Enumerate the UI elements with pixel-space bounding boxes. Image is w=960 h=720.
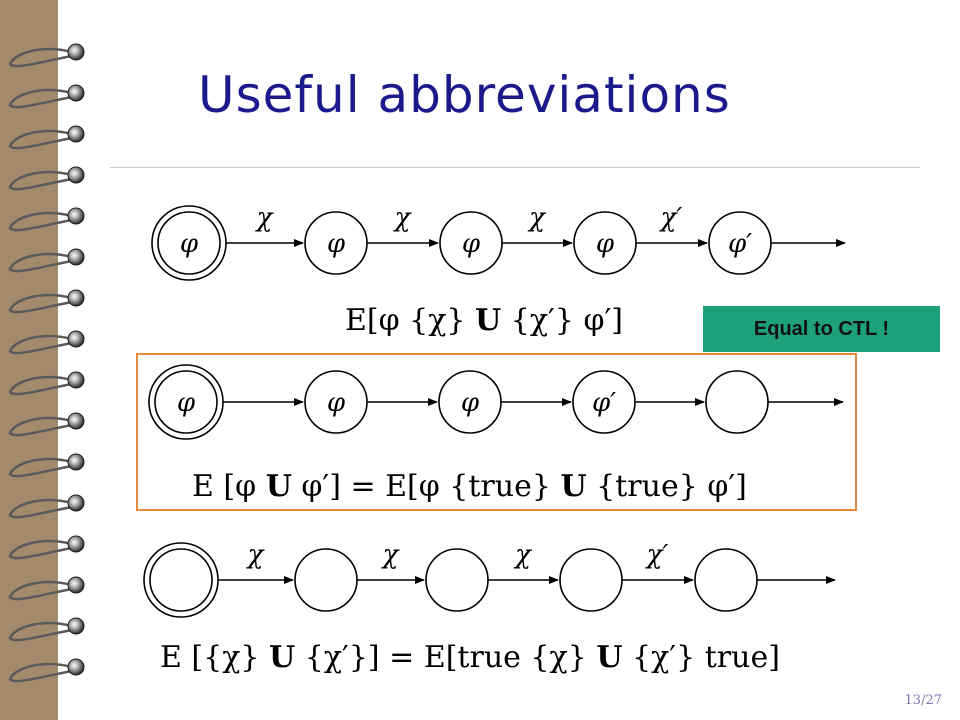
transition-label: χ′ xyxy=(645,540,669,570)
binding-ring xyxy=(67,371,85,389)
binding-ring xyxy=(67,125,85,143)
binding-wire xyxy=(8,252,73,273)
formula-part: E[φ {χ} xyxy=(345,303,475,338)
binding-wire xyxy=(8,47,73,68)
transition-label: χ′ xyxy=(659,203,683,233)
formula-part: {χ′}] = E[true {χ} xyxy=(295,640,596,675)
formula-part: U xyxy=(269,640,295,675)
formula: E [φ U φ′] = E[φ {true} U {true} φ′] xyxy=(192,469,747,504)
transition-label: χ xyxy=(513,540,533,570)
spiral-binding xyxy=(8,43,85,683)
state-label: φ xyxy=(327,388,346,418)
binding-wire xyxy=(8,580,73,601)
formula-part: {true} φ′] xyxy=(587,469,747,504)
transition-label: χ xyxy=(393,203,413,233)
formula-part: {χ′} φ′] xyxy=(501,303,623,338)
binding-ring xyxy=(67,84,85,102)
transition-label: χ xyxy=(246,540,266,570)
binding-ring xyxy=(67,617,85,635)
state-node xyxy=(559,548,623,612)
state-label: φ xyxy=(180,229,199,259)
binding-wire xyxy=(8,334,73,355)
formula-part: E [φ xyxy=(192,469,266,504)
formula-part: {χ′} true] xyxy=(623,640,780,675)
formula-part: φ′] = E[φ {true} xyxy=(292,469,561,504)
binding-ring xyxy=(67,330,85,348)
binding-ring xyxy=(67,453,85,471)
state-label: φ xyxy=(177,388,196,418)
binding-wire xyxy=(8,539,73,560)
automaton-diagram-3: χ χ χ χ′ E [{χ} U {χ′}] = E[true {χ} U {χ′} … xyxy=(143,540,836,675)
binding-ring xyxy=(67,576,85,594)
binding-wire xyxy=(8,211,73,232)
binding-ring xyxy=(67,166,85,184)
binding-ring xyxy=(67,248,85,266)
state-label: φ′ xyxy=(592,388,616,418)
automaton-diagram-1: φ φ φ φ φ′ χ χ χ χ′ E[φ {χ} U {χ′} φ′] xyxy=(151,203,846,338)
binding-ring xyxy=(67,412,85,430)
state-node xyxy=(154,370,218,434)
binding-wire xyxy=(8,88,73,109)
state-node xyxy=(694,548,758,612)
transition-label: χ xyxy=(255,203,275,233)
page-edge xyxy=(58,0,110,720)
binding-ring xyxy=(67,494,85,512)
transition-label: χ xyxy=(527,203,547,233)
binding-wire xyxy=(8,375,73,396)
formula-part: U xyxy=(475,303,501,338)
formula-part: U xyxy=(266,469,292,504)
binding-ring xyxy=(67,207,85,225)
state-label: φ xyxy=(461,388,480,418)
slide-title: Useful abbreviations xyxy=(198,66,731,124)
binding-wire xyxy=(8,129,73,150)
binding-wire xyxy=(8,416,73,437)
state-node xyxy=(425,548,489,612)
state-node xyxy=(294,548,358,612)
binding-wire xyxy=(8,457,73,478)
state-label: φ xyxy=(462,229,481,259)
binding-ring xyxy=(67,289,85,307)
binding-wire xyxy=(8,662,73,683)
formula: E[φ {χ} U {χ′} φ′] xyxy=(345,303,623,338)
page-number: 13/27 xyxy=(904,693,942,708)
binding-ring xyxy=(67,658,85,676)
binding-wire xyxy=(8,293,73,314)
state-node xyxy=(149,548,213,612)
automaton-diagram-2: φ φ φ φ′ E [φ U φ′] = E[φ {true} U {true} φ′… xyxy=(148,364,844,504)
state-label: φ′ xyxy=(728,229,752,259)
formula: E [{χ} U {χ′}] = E[true {χ} U {χ′} true] xyxy=(160,640,780,675)
binding-wire xyxy=(8,621,73,642)
binding-ring xyxy=(67,43,85,61)
binding-wire xyxy=(8,498,73,519)
title-divider xyxy=(110,167,920,168)
binding-ring xyxy=(67,535,85,553)
formula-part: U xyxy=(596,640,622,675)
state-label: φ xyxy=(596,229,615,259)
equal-to-ctl-badge: Equal to CTL ! xyxy=(703,306,940,352)
highlight-box xyxy=(136,353,857,511)
formula-part: U xyxy=(560,469,586,504)
state-label: φ xyxy=(327,229,346,259)
transition-label: χ xyxy=(381,540,401,570)
state-node xyxy=(157,211,221,275)
binding-wire xyxy=(8,170,73,191)
formula-part: E [{χ} xyxy=(160,640,269,675)
